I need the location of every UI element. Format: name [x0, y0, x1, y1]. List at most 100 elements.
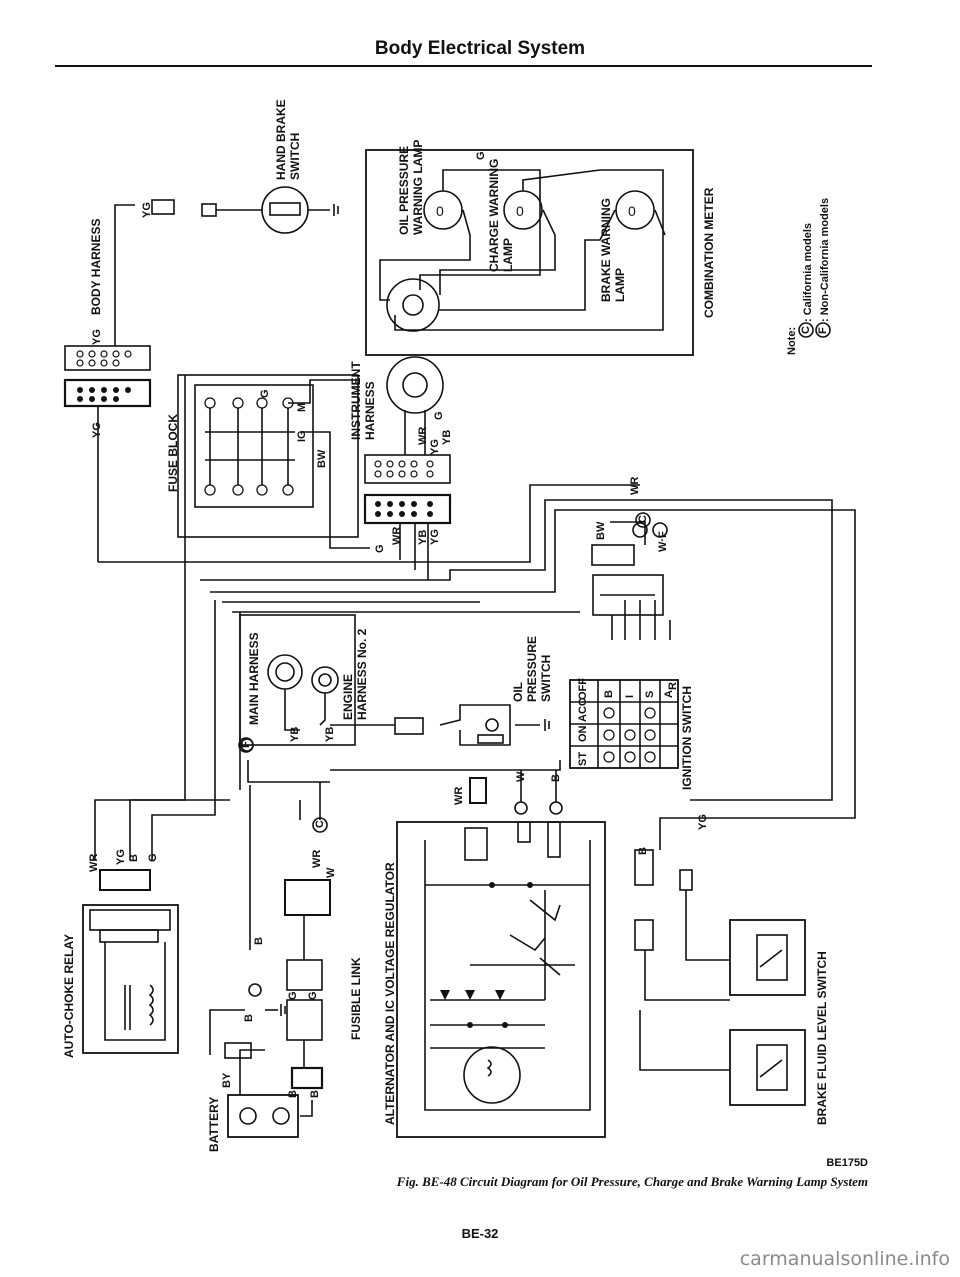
- fuse-block: [177, 374, 370, 549]
- wire-label: B: [243, 1014, 255, 1022]
- alternator-label: ALTERNATOR AND IC VOLTAGE REGULATOR: [383, 862, 397, 1125]
- wire-label: G: [307, 991, 319, 1000]
- fuse-m-label: M: [296, 403, 308, 412]
- wire-label: BW: [316, 449, 328, 468]
- brake-warning-lamp-label-1: BRAKE WARNING: [599, 198, 613, 302]
- wire-label: WR: [629, 477, 641, 495]
- ground-symbols: [265, 1004, 286, 1016]
- wire-label: YB: [324, 727, 336, 742]
- note-title: Note:: [786, 327, 798, 355]
- instrument-harness-label-1: INSTRUMENT: [349, 361, 363, 440]
- wire-label: G: [433, 411, 445, 420]
- wire-label: W: [325, 867, 337, 878]
- ign-col-off: OFF: [577, 678, 589, 700]
- wire-label: B: [287, 1090, 299, 1098]
- wire-label: WR: [311, 850, 323, 868]
- wire-label: YB: [289, 727, 301, 742]
- svg-text:0: 0: [516, 203, 524, 219]
- fusible-link: [248, 879, 331, 1090]
- wire-label: YG: [429, 439, 441, 455]
- wire-label: G: [259, 389, 271, 398]
- figure-caption: Fig. BE-48 Circuit Diagram for Oil Press…: [396, 1174, 868, 1189]
- meter-connector-icon: [386, 278, 440, 332]
- body-harness-connectors: [63, 204, 152, 562]
- wire-label: YG: [141, 202, 153, 218]
- ign-col-st: ST: [577, 752, 589, 766]
- page-number: BE-32: [461, 1226, 499, 1241]
- auto-choke-relay-label: AUTO-CHOKE RELAY: [62, 934, 76, 1058]
- wire-label: G: [475, 151, 487, 160]
- oil-pressure-switch-label-2: PRESSURE: [525, 636, 539, 702]
- wire-label: WR: [391, 527, 403, 545]
- wire-label: WR: [88, 854, 100, 872]
- wire-label: YG: [91, 422, 103, 438]
- wire-label: B: [253, 937, 265, 945]
- hand-brake-switch-icon: [261, 186, 309, 234]
- wire-label: YG: [697, 814, 709, 830]
- note: Note: C : California models F : Non-Cali…: [786, 198, 831, 355]
- wire-label: WR: [453, 787, 465, 805]
- main-harness-label: MAIN HARNESS: [247, 632, 261, 725]
- page-title: Body Electrical System: [374, 38, 586, 59]
- ignition-switch-label: IGNITION SWITCH: [680, 686, 694, 790]
- fuse-block-label: FUSE BLOCK: [166, 414, 180, 492]
- brake-warning-lamp-label-2: LAMP: [613, 268, 627, 302]
- brake-fluid-level-switch-label: BRAKE FLUID LEVEL SWITCH: [815, 951, 829, 1125]
- fuse-ig-label: IG: [296, 430, 308, 442]
- wire-label: G: [287, 991, 299, 1000]
- watermark: carmanualsonline.info: [739, 1248, 950, 1270]
- ign-row-b: B: [603, 690, 615, 698]
- alternator-side-connectors: [469, 770, 563, 815]
- hand-brake-switch-label-2: SWITCH: [288, 133, 302, 180]
- wire-label: YB: [441, 430, 453, 445]
- fusible-link-label: FUSIBLE LINK: [349, 957, 363, 1040]
- note-mark-c: C: [800, 326, 812, 334]
- figure-code: BE175D: [826, 1157, 868, 1169]
- ign-row-s: S: [644, 691, 656, 698]
- combination-meter-label: COMBINATION METER: [702, 187, 716, 318]
- instrument-harness-label-2: HARNESS: [363, 381, 377, 440]
- hand-brake-switch: [151, 186, 339, 234]
- note-text-c: : California models: [802, 223, 814, 322]
- wire-label: BW: [595, 521, 607, 540]
- wire-label: YG: [91, 329, 103, 345]
- battery-label: BATTERY: [207, 1097, 221, 1152]
- wire-label: WR: [417, 427, 429, 445]
- wire-label: BY: [221, 1072, 233, 1088]
- wire-label: YB: [417, 530, 429, 545]
- wire-label: W·F: [657, 531, 669, 552]
- oil-pressure-switch: [330, 704, 550, 746]
- main-engine-harness-connectors: [239, 614, 356, 752]
- brake-fluid-level-switch: [634, 840, 806, 1106]
- oil-pressure-lamp-label-2: WARNING LAMP: [411, 140, 425, 235]
- hand-brake-switch-label-1: HAND BRAKE: [274, 99, 288, 180]
- wire-label: B: [637, 847, 649, 855]
- wire-label: B: [309, 1090, 321, 1098]
- wire-label: W: [515, 771, 527, 782]
- wire-label: G: [374, 544, 386, 553]
- svg-text:0: 0: [436, 203, 444, 219]
- battery: [209, 1009, 313, 1138]
- engine-harness-label-1: ENGINE: [341, 674, 355, 720]
- c-mark: C: [637, 515, 649, 523]
- wire-label: B: [128, 854, 140, 862]
- ign-row-r: R: [667, 682, 679, 690]
- charge-warning-lamp-label-2: LAMP: [501, 238, 515, 272]
- main-wiring: [94, 375, 856, 950]
- combination-meter: 0 0 0: [365, 149, 694, 356]
- instrument-harness-connectors: [363, 356, 452, 580]
- c-mark: C: [314, 820, 326, 828]
- wire-label: G: [147, 853, 159, 862]
- wire-label: YG: [115, 849, 127, 865]
- ign-col-on: ON: [577, 725, 589, 742]
- body-harness-label: BODY HARNESS: [89, 219, 103, 315]
- charge-warning-lamp-label-1: CHARGE WARNING: [487, 159, 501, 272]
- ign-col-acc: ACC: [577, 698, 589, 722]
- note-text-f: : Non-California models: [819, 198, 831, 322]
- oil-pressure-switch-label-1: OIL: [511, 682, 525, 702]
- ignition-switch: [569, 521, 679, 769]
- oil-pressure-lamp-label-1: OIL PRESSURE: [397, 146, 411, 235]
- wire-label: YG: [429, 529, 441, 545]
- alternator: [396, 821, 606, 1138]
